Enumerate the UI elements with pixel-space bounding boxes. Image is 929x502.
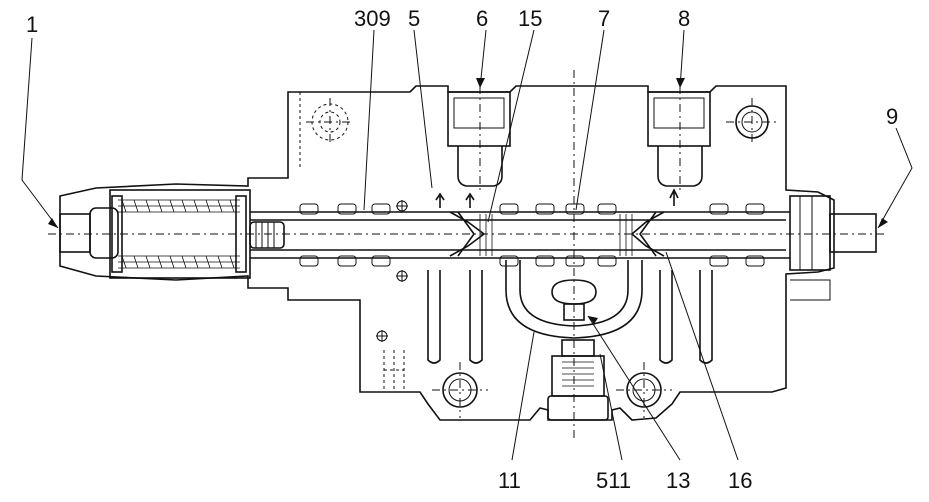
label-511: 511 [596,468,631,493]
right-cap-lines [790,196,831,301]
bottom-plug-cap [547,395,609,421]
centerline-bolt-hidden [306,98,354,146]
spool-grooves [479,214,633,256]
port-8-fitting-inner [653,97,705,129]
bottom-plug-thread [562,361,594,387]
label-13: 13 [666,468,690,493]
spool-tip [249,221,285,249]
leader-lines [21,29,913,461]
port-6-fitting-inner [453,97,505,129]
hidden-outline-top [287,92,301,168]
port-6-passage [457,146,503,187]
drain-slots [427,270,713,364]
port-6-fitting [447,91,511,147]
centerline-bolt-left [432,362,488,418]
left-end-plug [59,213,91,253]
label-309: 309 [354,6,391,31]
spool-bore [250,211,790,259]
port-8-fitting [647,91,711,147]
label-11: 11 [498,468,521,493]
label-9: 9 [886,104,898,129]
hidden-passage [383,350,405,390]
label-1: 1 [26,12,38,37]
spring-coil-top [118,199,240,213]
valve-body-outline [59,85,835,421]
label-6: 6 [476,6,488,31]
flow-arrow-5 [435,192,445,208]
flow-arrow-8 [669,188,679,206]
spool [250,219,786,251]
label-15: 15 [518,6,542,31]
label-7: 7 [598,6,610,31]
spring-coil-bottom [118,255,240,269]
flow-arrow-6 [465,192,475,208]
left-plug-head [89,207,119,259]
centerline-bolt-right [616,362,672,418]
right-cap [789,195,831,271]
centerline-bolt-top [726,98,778,146]
poppet [551,279,597,305]
label-5: 5 [408,6,420,31]
spool-tip-thread [255,222,275,248]
label-16: 16 [728,468,752,493]
u-passage [505,260,643,339]
drilled-holes [376,200,408,342]
port-8-passage [657,146,703,187]
spool-lands [299,203,765,267]
leader-arrowheads [48,78,888,324]
bottom-plug-neck [561,339,595,357]
right-end-plug [829,213,877,253]
label-8: 8 [678,6,690,31]
